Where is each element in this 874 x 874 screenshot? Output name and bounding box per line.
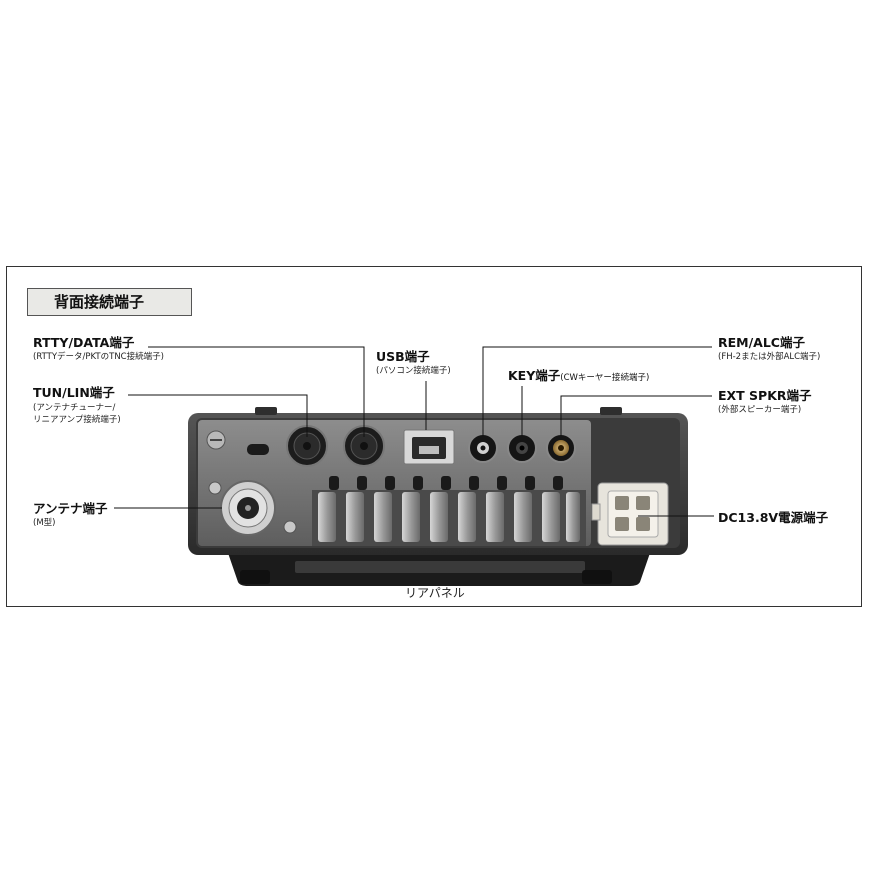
rtty-data-socket-icon	[343, 425, 385, 467]
usb-label: USB端子	[376, 349, 430, 364]
rem-alc-jack-icon	[468, 433, 498, 463]
key-label: KEY端子(CWキーヤー接続端子)	[508, 369, 649, 385]
right-foot	[582, 570, 612, 584]
ext-spkr-label: EXT SPKR端子	[718, 388, 812, 403]
antenna-sublabel: (M型)	[33, 518, 56, 528]
antenna-label: アンテナ端子	[33, 501, 108, 516]
dc-power-connector-icon	[591, 482, 669, 546]
rem-alc-sublabel: (FH-2または外部ALC端子)	[718, 352, 821, 362]
key-label-title: KEY端子	[508, 368, 561, 383]
rem-alc-label: REM/ALC端子	[718, 335, 805, 350]
callout-lines	[114, 346, 714, 517]
rtty-data-sublabel: (RTTYデータ/PKTのTNC接続端子)	[33, 352, 164, 362]
dc-power-label: DC13.8V電源端子	[718, 510, 829, 525]
ext-spkr-sublabel: (外部スピーカー端子)	[718, 405, 802, 415]
key-jack-icon	[507, 433, 537, 463]
usb-port-icon	[403, 429, 455, 465]
slot-hole	[247, 444, 269, 455]
rtty-data-label: RTTY/DATA端子	[33, 335, 135, 350]
rear-panel-caption: リアパネル	[405, 586, 465, 600]
heatsink-icon	[312, 476, 586, 546]
bottom-vent	[295, 561, 585, 573]
tun-lin-label: TUN/LIN端子	[33, 385, 115, 400]
ext-spkr-jack-icon	[546, 433, 576, 463]
section-title: 背面接続端子	[27, 288, 192, 316]
tun-lin-sublabel-1: (アンテナチューナー/	[33, 403, 116, 413]
ground-screw-icon	[206, 430, 226, 450]
left-foot	[240, 570, 270, 584]
key-sublabel: (CWキーヤー接続端子)	[560, 373, 650, 383]
usb-sublabel: (パソコン接続端子)	[376, 366, 451, 376]
tun-lin-sublabel-2: リニアアンプ接続端子)	[33, 415, 121, 425]
